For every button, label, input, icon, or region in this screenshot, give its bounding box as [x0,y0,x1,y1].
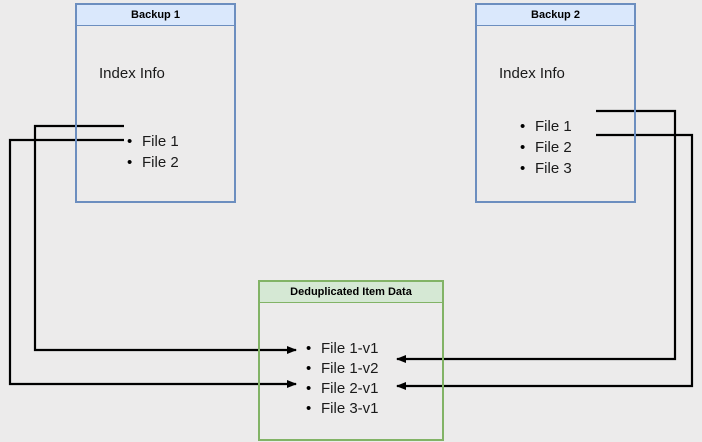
node-backup-2-header: Backup 2 [476,4,635,26]
dedup-file-list: File 1-v1 File 1-v2 File 2-v1 File 3-v1 [304,339,379,419]
node-backup-1-body: Index Info File 1 File 2 [76,25,235,202]
list-item: File 1-v2 [304,359,379,379]
node-backup-1-header: Backup 1 [76,4,235,26]
list-item: File 1 [125,131,179,152]
list-item: File 2 [125,152,179,173]
list-item: File 3 [518,158,572,179]
backup-2-index-label: Index Info [499,65,565,82]
node-backup-2-body: Index Info File 1 File 2 File 3 [476,25,635,202]
list-item: File 1 [518,116,572,137]
list-item: File 2 [518,137,572,158]
backup-1-index-label: Index Info [99,65,165,82]
node-deduplicated-item-data-header: Deduplicated Item Data [259,281,443,303]
backup-1-file-list: File 1 File 2 [125,131,179,173]
list-item: File 3-v1 [304,399,379,419]
node-backup-1[interactable]: Backup 1 Index Info File 1 File 2 [75,3,236,203]
list-item: File 1-v1 [304,339,379,359]
node-deduplicated-item-data-body: File 1-v1 File 1-v2 File 2-v1 File 3-v1 [259,302,443,440]
node-deduplicated-item-data[interactable]: Deduplicated Item Data File 1-v1 File 1-… [258,280,444,441]
list-item: File 2-v1 [304,379,379,399]
node-backup-2[interactable]: Backup 2 Index Info File 1 File 2 File 3 [475,3,636,203]
backup-2-file-list: File 1 File 2 File 3 [518,116,572,179]
